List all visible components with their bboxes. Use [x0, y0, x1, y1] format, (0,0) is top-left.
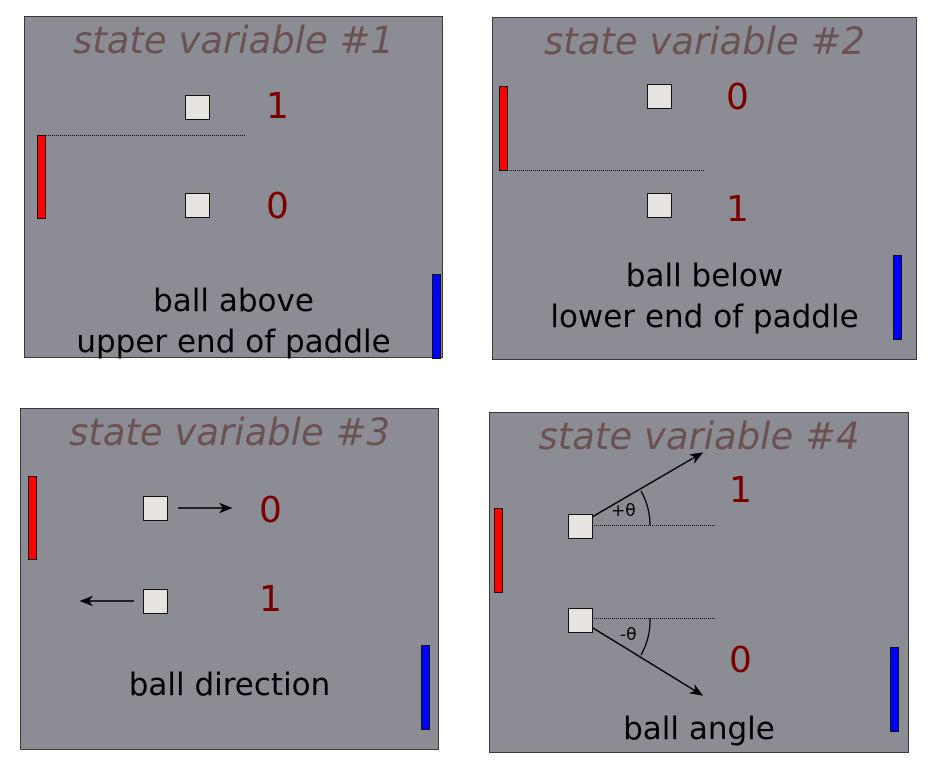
- caption-line-1: ball below: [625, 258, 784, 294]
- value-upper: 1: [266, 86, 289, 127]
- value-lower: 0: [729, 640, 752, 681]
- left-paddle: [28, 476, 37, 560]
- caption-line-1: ball angle: [623, 711, 775, 747]
- right-paddle: [893, 255, 902, 340]
- ball-below: [185, 193, 210, 218]
- caption-line-2: upper end of paddle: [76, 324, 391, 360]
- ball-below: [647, 193, 672, 218]
- angle-label-positive: +θ: [611, 501, 636, 521]
- value-upper: 0: [726, 77, 749, 118]
- panel-state-variable-4: state variable #4 +θ -θ 1 0 ball angle: [489, 412, 909, 753]
- ball-moving-right: [143, 496, 168, 521]
- left-paddle: [499, 86, 508, 171]
- direction-arrows: [79, 502, 233, 607]
- panel-caption: ball below lower end of paddle: [493, 256, 916, 338]
- horizontal-reference-lower: [579, 618, 715, 619]
- caption-line-1: ball direction: [128, 667, 331, 703]
- panel-caption: ball direction: [21, 665, 438, 706]
- left-paddle: [494, 508, 503, 593]
- panel-state-variable-3: state variable #3 0 1 ball direction: [20, 408, 439, 750]
- panel-caption: ball above upper end of paddle: [25, 281, 442, 363]
- right-paddle: [890, 647, 899, 732]
- panel-state-variable-2: state variable #2 0 1 ball below lower e…: [492, 17, 917, 360]
- panel-state-variable-1: state variable #1 1 0 ball above upper e…: [24, 16, 443, 360]
- negative-angle-arc-icon: [640, 617, 651, 656]
- panel-title: state variable #3: [68, 411, 391, 454]
- up-right-arrow-icon: [579, 452, 704, 525]
- ball-moving-left: [143, 589, 168, 614]
- horizontal-reference-upper: [579, 525, 715, 526]
- value-lower: 0: [266, 186, 289, 227]
- angle-label-negative: -θ: [620, 625, 637, 645]
- right-paddle: [432, 274, 441, 359]
- right-paddle: [421, 645, 430, 730]
- left-paddle: [37, 135, 46, 219]
- panel-title: state variable #2: [543, 20, 866, 63]
- value-upper: 0: [259, 490, 282, 531]
- positive-angle-arc-icon: [640, 490, 651, 526]
- panel-title: state variable #4: [538, 415, 860, 458]
- caption-line-1: ball above: [153, 283, 314, 319]
- down-right-arrow-icon: [579, 619, 704, 696]
- ball-angle-up: [568, 514, 593, 539]
- ball-angle-down: [568, 608, 593, 633]
- panel-title: state variable #1: [72, 19, 395, 62]
- ball-above: [647, 84, 672, 109]
- value-lower: 1: [726, 189, 749, 230]
- panel-caption: ball angle: [490, 709, 908, 750]
- value-upper: 1: [729, 470, 752, 511]
- caption-line-2: lower end of paddle: [550, 299, 859, 335]
- angle-arrows: [579, 452, 704, 696]
- ball-above: [185, 95, 210, 120]
- paddle-upper-end-line: [45, 135, 245, 136]
- paddle-lower-end-line: [507, 170, 704, 171]
- value-lower: 1: [259, 579, 282, 620]
